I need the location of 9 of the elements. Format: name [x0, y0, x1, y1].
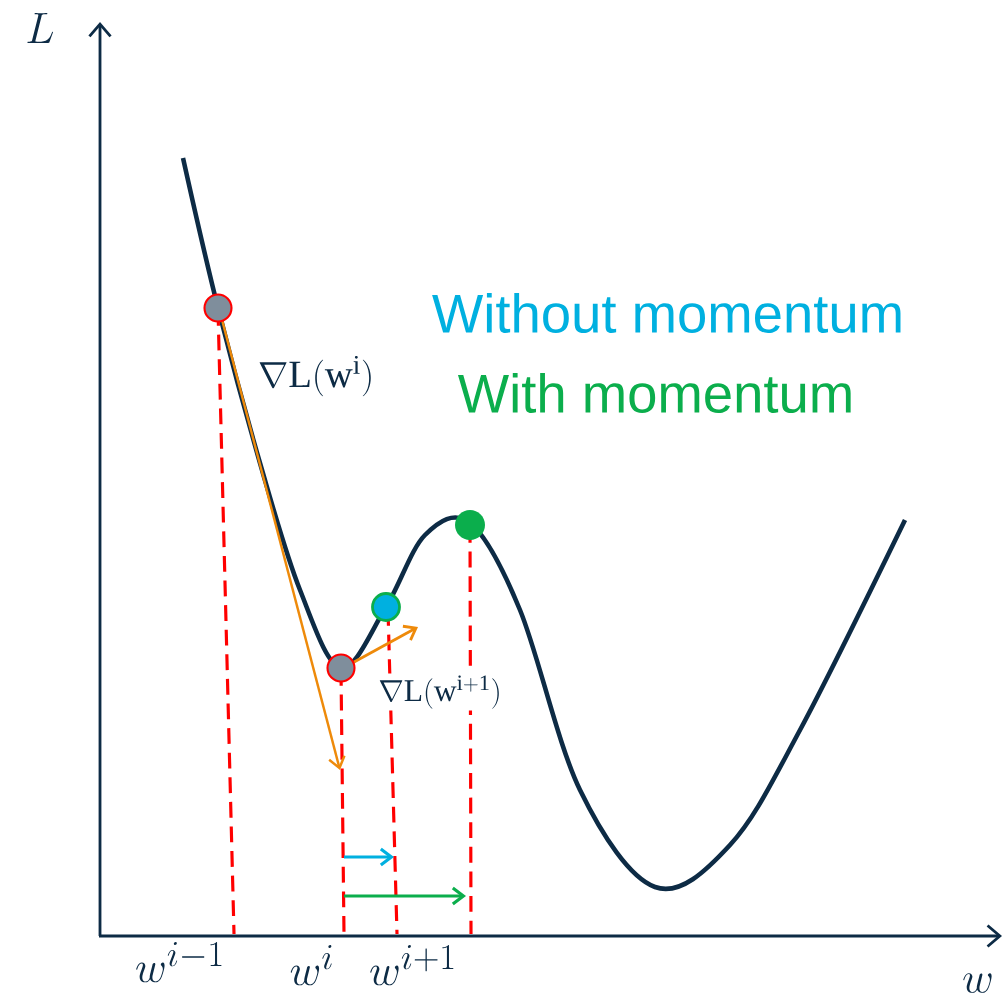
tick-label: $w^{i+1}$ — [370, 944, 454, 986]
axis-label: $w$ — [963, 973, 992, 993]
tick-label: $w^{i}$ — [290, 945, 332, 986]
legend-text: With momentum — [458, 372, 851, 413]
tick-label: $w^{i-1}$ — [136, 941, 222, 983]
gradient-label: $\nabla \mathrm{L}(\mathrm{w}^{\mathrm{i}})$ — [259, 355, 371, 397]
legend-text: Without momentum — [432, 292, 901, 333]
axis-label: $L$ — [27, 13, 54, 43]
gradient-label: $\nabla \mathrm{L}(\mathrm{w}^{\mathrm{i+1}})$ — [376, 673, 504, 711]
